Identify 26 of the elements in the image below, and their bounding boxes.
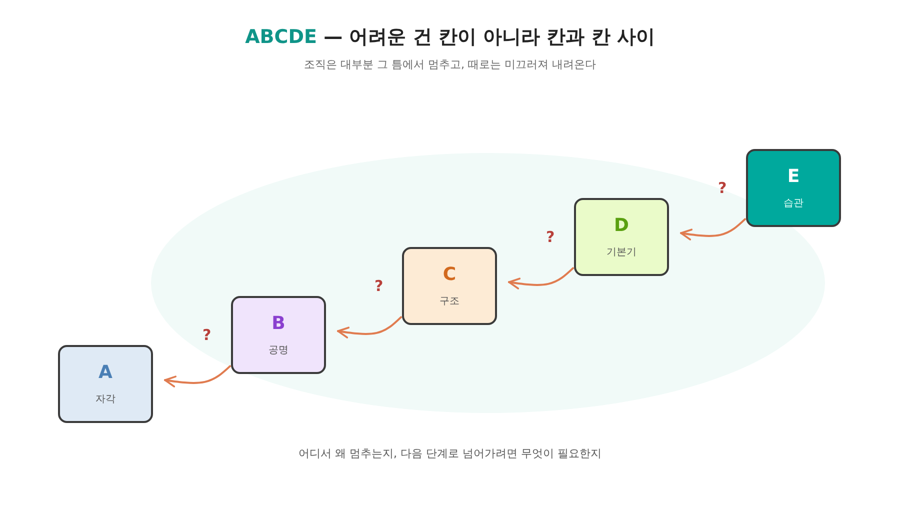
edge-label: ? <box>718 179 727 198</box>
stage-name: 구조 <box>440 295 460 308</box>
subtitle: 조직은 대부분 그 틈에서 멈추고, 때로는 미끄러져 내려온다 <box>303 57 597 72</box>
stage-name: 공명 <box>268 344 288 357</box>
stage-card <box>402 247 497 325</box>
arrow <box>164 365 231 388</box>
stage-letter: B <box>272 313 286 335</box>
title: ABCDE — 어려운 건 칸이 아니라 칸과 칸 사이 <box>244 25 656 50</box>
stage-name: 습관 <box>784 197 804 210</box>
stage-card <box>58 345 153 423</box>
stage-name: 자각 <box>96 393 116 406</box>
arrow <box>337 316 402 338</box>
stage-letter: A <box>98 362 112 384</box>
stage-letter: C <box>442 264 456 286</box>
stage-card <box>574 198 669 276</box>
stage-letter: E <box>787 166 800 188</box>
stage-letter: D <box>614 215 629 237</box>
stage-name: 기본기 <box>606 246 636 259</box>
edge-label: ? <box>374 277 384 296</box>
stage-card <box>231 296 326 374</box>
edge-label: ? <box>202 326 212 344</box>
edge-label: ? <box>546 228 555 246</box>
arrow <box>508 267 574 290</box>
stage-card <box>746 149 841 227</box>
caption: 어디서 왜 멈추는지, 다음 단계로 넘어가려면 무엇이 필요한지 <box>298 446 602 461</box>
arrow <box>680 218 746 240</box>
